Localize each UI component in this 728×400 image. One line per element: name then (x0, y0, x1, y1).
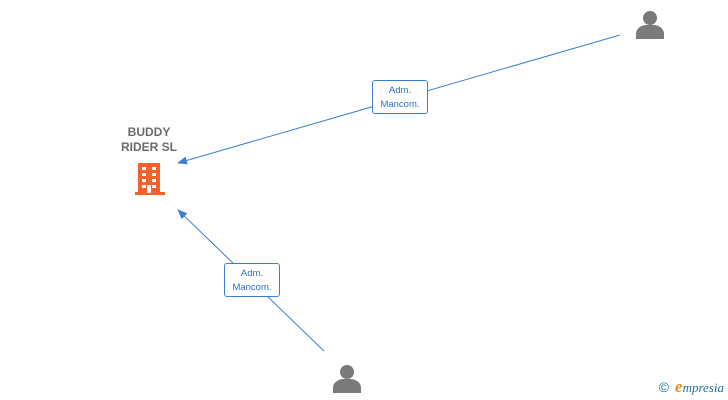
relation-label-line2: Mancom. (380, 99, 420, 110)
relation-label: Adm. Mancom. (372, 80, 428, 114)
building-icon[interactable] (135, 163, 165, 195)
relation-label-line1: Adm. (388, 85, 412, 96)
relation-label-line2: Mancom. (232, 282, 272, 293)
brand-rest: mpresia (682, 380, 724, 395)
brand-initial: e (675, 377, 683, 396)
empresia-watermark: © empresia (659, 377, 724, 397)
company-name[interactable]: BUDDY RIDER SL (120, 125, 177, 154)
relation-label-line1: Adm. (240, 268, 264, 279)
person-icon[interactable] (333, 365, 361, 393)
person-icon[interactable] (636, 11, 664, 39)
copyright-symbol: © (658, 379, 670, 395)
relation-label: Adm. Mancom. (224, 263, 280, 297)
